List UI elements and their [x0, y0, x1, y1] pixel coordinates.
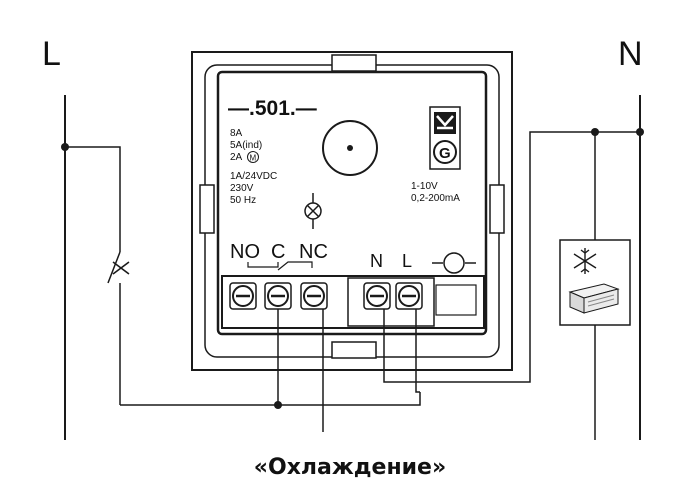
wire-l-switch — [65, 146, 121, 252]
knob-center — [347, 145, 353, 151]
ground-mark-icon — [433, 140, 457, 164]
mounting-tabs — [199, 54, 505, 359]
spec-1a: 1A/24VDC — [230, 171, 277, 182]
tab-right — [489, 184, 505, 234]
model-label: —.501.— — [228, 97, 317, 120]
lamp-icon — [304, 193, 322, 229]
switch-contact — [107, 251, 121, 284]
motor-icon — [247, 151, 259, 163]
diagram-caption: «Охлаждение» — [253, 455, 447, 480]
spec-50hz: 50 Hz — [230, 195, 256, 206]
cert-mark-icon — [434, 112, 456, 134]
external-wiring — [65, 131, 640, 440]
spec-8a: 8A — [230, 128, 243, 139]
contact-l-label: L — [402, 251, 412, 271]
cooling-unit — [559, 239, 631, 326]
control-input-icon — [432, 252, 476, 274]
spec-2a: 2A — [230, 152, 243, 163]
terminals — [229, 282, 423, 310]
terminal-no — [229, 282, 257, 310]
terminal-n — [363, 282, 391, 310]
relay-linkage — [247, 261, 313, 271]
snowflake-icon — [573, 248, 597, 274]
device-body — [216, 70, 488, 336]
contact-c-label: C — [271, 241, 285, 263]
spec-5a: 5A(ind) — [230, 140, 262, 151]
terminal-l — [395, 282, 423, 310]
wire-l-terminal — [415, 309, 420, 393]
control-voltage: 1-10V — [411, 181, 438, 192]
ground-mark: G — [439, 145, 451, 162]
tab-left — [199, 184, 215, 234]
wire-switch-bottom — [120, 392, 421, 406]
spec-230v: 230V — [230, 183, 254, 194]
tab-top — [331, 54, 377, 72]
contact-nc-label: NC — [299, 241, 328, 263]
outer-frame — [191, 51, 513, 371]
terminal-block — [221, 275, 485, 329]
line-n-label: N — [618, 35, 643, 73]
wire-n-terminal — [383, 131, 640, 383]
air-conditioner-icon — [568, 283, 620, 314]
junction-dots — [61, 128, 644, 409]
terminal-c — [264, 282, 292, 310]
terminal-nc — [300, 282, 328, 310]
tab-bottom — [331, 341, 377, 359]
contact-no-label: NO — [230, 241, 260, 263]
supply-lines — [64, 95, 641, 440]
certification-marks: G — [429, 106, 461, 170]
control-current: 0,2-200mA — [411, 193, 460, 204]
contact-n-label: N — [370, 251, 383, 271]
line-l-label: L — [42, 35, 61, 73]
motor-mark: M — [250, 154, 257, 163]
